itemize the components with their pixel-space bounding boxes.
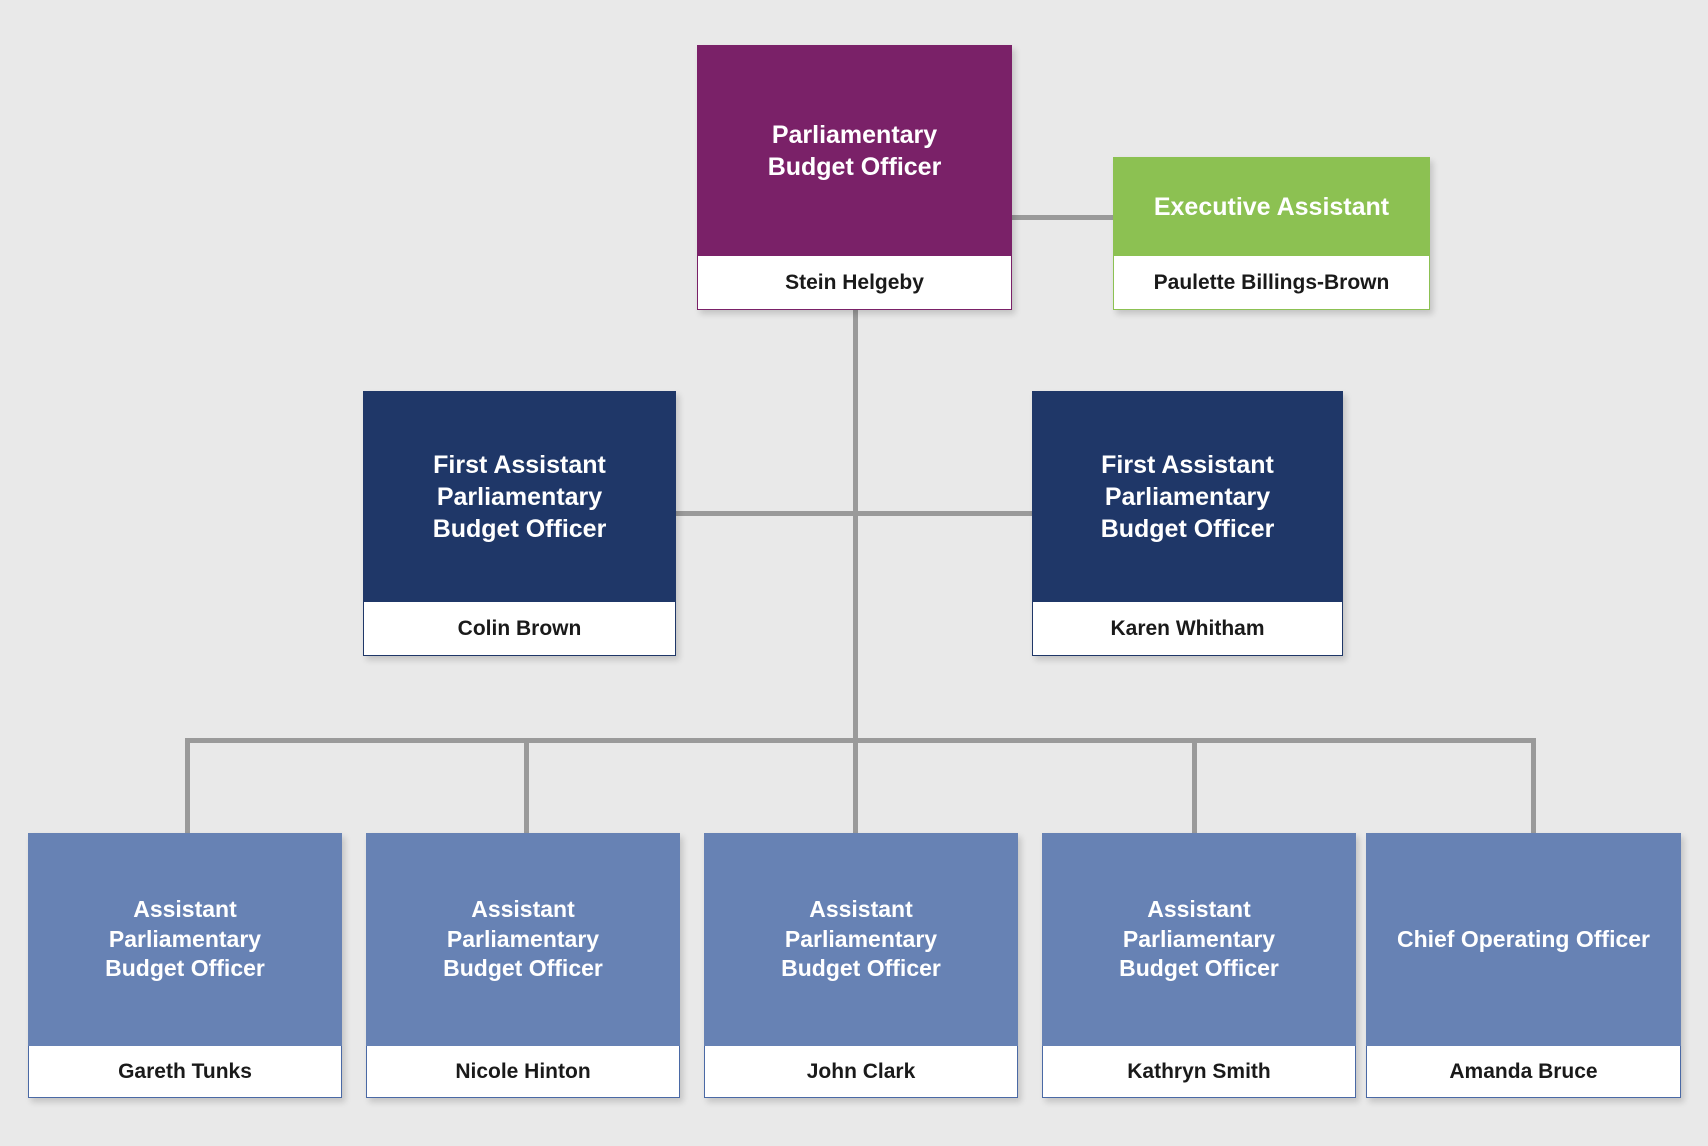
node-parliamentary-budget-officer[interactable]: Parliamentary Budget Officer Stein Helge… xyxy=(697,45,1012,310)
connector-drop-apbo-3 xyxy=(853,738,858,835)
node-name-parliamentary-budget-officer: Stein Helgeby xyxy=(697,256,1012,310)
node-name-assistant-pbo-2: Nicole Hinton xyxy=(366,1046,680,1098)
connector-drop-apbo-2 xyxy=(524,738,529,835)
node-name-chief-operating-officer: Amanda Bruce xyxy=(1366,1046,1681,1098)
connector-pbo-to-ea xyxy=(1010,215,1115,220)
node-name-first-assistant-pbo-right: Karen Whitham xyxy=(1032,602,1343,656)
node-first-assistant-pbo-left[interactable]: First Assistant Parliamentary Budget Off… xyxy=(363,391,676,656)
node-name-first-assistant-pbo-left: Colin Brown xyxy=(363,602,676,656)
node-title-assistant-pbo-4: Assistant Parliamentary Budget Officer xyxy=(1042,833,1356,1046)
node-title-chief-operating-officer: Chief Operating Officer xyxy=(1366,833,1681,1046)
node-title-assistant-pbo-2: Assistant Parliamentary Budget Officer xyxy=(366,833,680,1046)
node-executive-assistant[interactable]: Executive Assistant Paulette Billings-Br… xyxy=(1113,157,1430,310)
node-title-executive-assistant: Executive Assistant xyxy=(1113,157,1430,256)
node-title-first-assistant-pbo-right: First Assistant Parliamentary Budget Off… xyxy=(1032,391,1343,602)
node-assistant-pbo-2[interactable]: Assistant Parliamentary Budget Officer N… xyxy=(366,833,680,1098)
node-title-assistant-pbo-1: Assistant Parliamentary Budget Officer xyxy=(28,833,342,1046)
node-title-assistant-pbo-3: Assistant Parliamentary Budget Officer xyxy=(704,833,1018,1046)
node-assistant-pbo-3[interactable]: Assistant Parliamentary Budget Officer J… xyxy=(704,833,1018,1098)
node-assistant-pbo-4[interactable]: Assistant Parliamentary Budget Officer K… xyxy=(1042,833,1356,1098)
connector-drop-apbo-4 xyxy=(1192,738,1197,835)
node-title-first-assistant-pbo-left: First Assistant Parliamentary Budget Off… xyxy=(363,391,676,602)
connector-assistant-bus xyxy=(185,738,1531,743)
node-assistant-pbo-1[interactable]: Assistant Parliamentary Budget Officer G… xyxy=(28,833,342,1098)
node-first-assistant-pbo-right[interactable]: First Assistant Parliamentary Budget Off… xyxy=(1032,391,1343,656)
node-name-assistant-pbo-4: Kathryn Smith xyxy=(1042,1046,1356,1098)
connector-spine-main xyxy=(853,310,858,742)
connector-drop-coo xyxy=(1531,738,1536,835)
node-chief-operating-officer[interactable]: Chief Operating Officer Amanda Bruce xyxy=(1366,833,1681,1098)
connector-drop-apbo-1 xyxy=(185,738,190,835)
node-name-assistant-pbo-3: John Clark xyxy=(704,1046,1018,1098)
node-name-executive-assistant: Paulette Billings-Brown xyxy=(1113,256,1430,310)
connector-first-assistant-bus xyxy=(676,511,1036,516)
node-title-parliamentary-budget-officer: Parliamentary Budget Officer xyxy=(697,45,1012,256)
node-name-assistant-pbo-1: Gareth Tunks xyxy=(28,1046,342,1098)
